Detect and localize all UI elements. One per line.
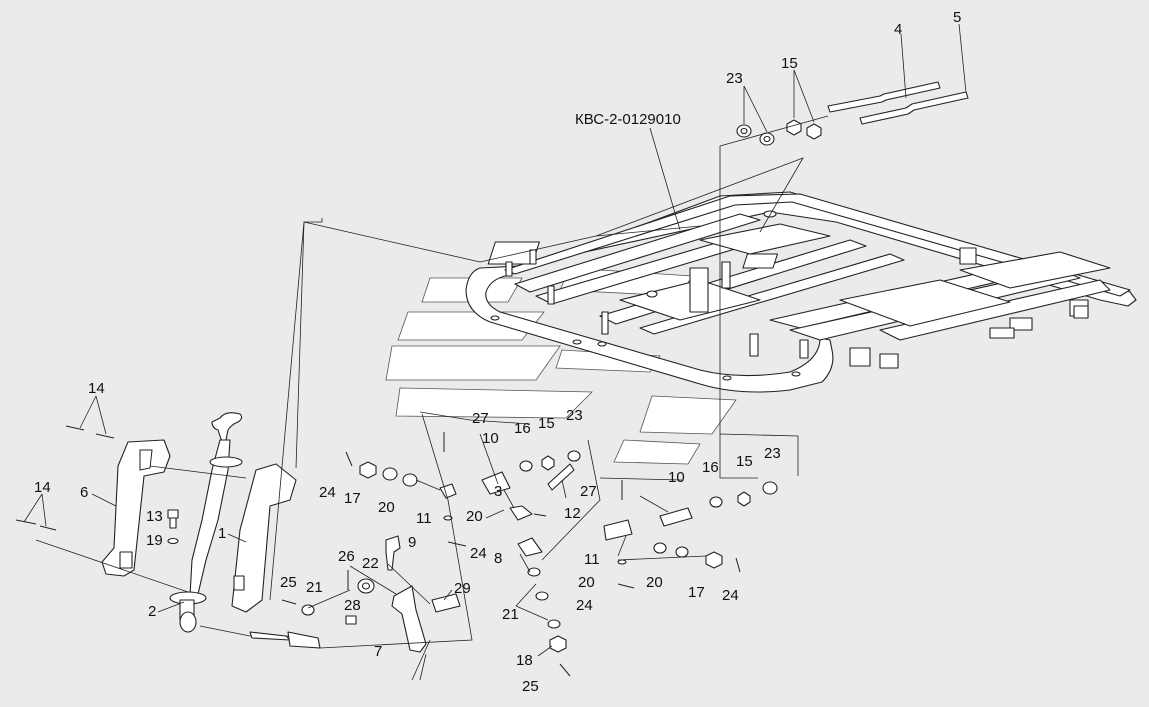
callout-20: 20 bbox=[378, 499, 395, 516]
linkage-center bbox=[281, 432, 778, 605]
callout-25: 25 bbox=[522, 678, 539, 695]
callout-18: 18 bbox=[516, 652, 533, 669]
callout-26: 26 bbox=[338, 548, 355, 565]
callout-10: 10 bbox=[668, 469, 685, 486]
lever-group-left bbox=[15, 412, 321, 649]
frame-ghost-outline bbox=[479, 157, 804, 263]
callout-21: 21 bbox=[502, 606, 519, 623]
callout-22: 22 bbox=[362, 555, 379, 572]
callout-16: 16 bbox=[514, 420, 531, 437]
callout-11: 11 bbox=[416, 510, 432, 527]
callout-7: 7 bbox=[374, 643, 382, 660]
callout-14: 14 bbox=[34, 479, 51, 496]
callout-labels: 4 5 23 15 14 14 6 1 13 19 2 27 16 15 23 … bbox=[34, 9, 961, 695]
callout-16: 16 bbox=[702, 459, 719, 476]
callout-15: 15 bbox=[538, 415, 555, 432]
lever-group-lower bbox=[301, 535, 571, 677]
callout-15: 15 bbox=[781, 55, 798, 72]
callout-14: 14 bbox=[88, 380, 105, 397]
leader-lines bbox=[23, 23, 967, 681]
callout-13: 13 bbox=[146, 508, 163, 525]
callout-3: 3 bbox=[494, 483, 502, 500]
callout-24: 24 bbox=[319, 484, 336, 501]
callout-17: 17 bbox=[344, 490, 361, 507]
callout-19: 19 bbox=[146, 532, 163, 549]
callout-11: 11 bbox=[584, 551, 600, 568]
callout-8: 8 bbox=[494, 550, 502, 567]
callout-1: 1 bbox=[218, 525, 226, 542]
callout-21: 21 bbox=[306, 579, 323, 596]
callout-23: 23 bbox=[726, 70, 743, 87]
callout-10: 10 bbox=[482, 430, 499, 447]
callout-24: 24 bbox=[722, 587, 739, 604]
rods-top bbox=[736, 81, 969, 146]
callout-23: 23 bbox=[566, 407, 583, 424]
callout-9: 9 bbox=[408, 534, 416, 551]
callout-20: 20 bbox=[466, 508, 483, 525]
callout-25: 25 bbox=[280, 574, 297, 591]
callout-5: 5 bbox=[953, 9, 961, 26]
callout-15: 15 bbox=[736, 453, 753, 470]
callout-6: 6 bbox=[80, 484, 88, 501]
callout-27: 27 bbox=[472, 410, 489, 427]
callout-2: 2 bbox=[148, 603, 156, 620]
callout-4: 4 bbox=[894, 21, 902, 38]
highlight-panels bbox=[385, 267, 737, 465]
callout-20: 20 bbox=[578, 574, 595, 591]
callout-28: 28 bbox=[344, 597, 361, 614]
assembly-label: КВС-2-0129010 bbox=[575, 111, 681, 128]
callout-20: 20 bbox=[646, 574, 663, 591]
callout-12: 12 bbox=[564, 505, 581, 522]
callout-29: 29 bbox=[454, 580, 471, 597]
callout-17: 17 bbox=[688, 584, 705, 601]
callout-27: 27 bbox=[580, 483, 597, 500]
main-frame-assembly bbox=[465, 191, 1137, 393]
callout-23: 23 bbox=[764, 445, 781, 462]
callout-24: 24 bbox=[576, 597, 593, 614]
callout-24: 24 bbox=[470, 545, 487, 562]
